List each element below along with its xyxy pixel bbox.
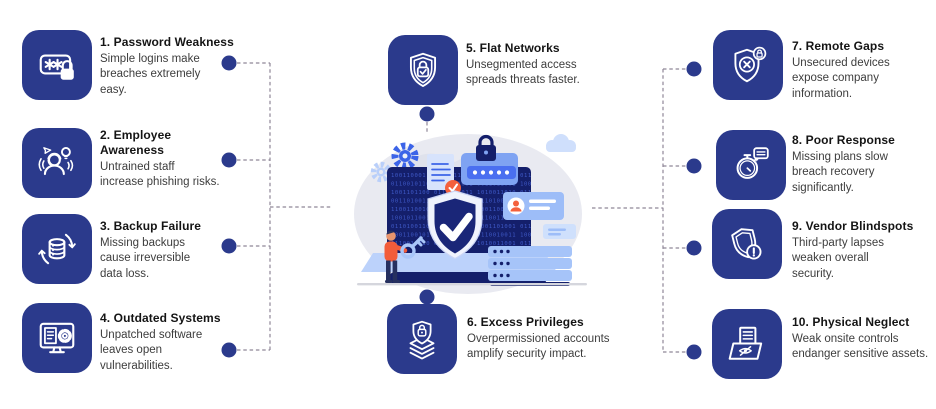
item-title: 7. Remote Gaps (792, 39, 885, 53)
item-employee-awareness: 2. Employee Awareness Untrained staff in… (100, 128, 260, 191)
tile-flat-networks (388, 35, 458, 105)
tile-remote-gaps (713, 30, 783, 100)
item-title: 8. Poor Response (792, 133, 895, 147)
tile-vendor-blindspots (712, 209, 782, 279)
security-illustration: 1001100011 0110011010 1100100110 0110 01… (354, 134, 587, 294)
backup-refresh-icon (38, 233, 76, 265)
person-with-key (384, 230, 426, 283)
item-title: 6. Excess Privileges (467, 315, 584, 329)
tile-excess-privileges (387, 304, 457, 374)
key-icon (400, 236, 426, 259)
layered-shield-lock-icon (409, 320, 435, 360)
tile-password-weakness (22, 30, 92, 100)
item-desc: Unsecured devices expose company informa… (792, 57, 890, 100)
tile-physical-neglect (712, 309, 782, 379)
item-desc: Simple logins make breaches extremely ea… (100, 53, 201, 96)
item-flat-networks: 5. Flat Networks Unsegmented access spre… (466, 41, 666, 89)
tile-outdated-systems (22, 303, 92, 373)
tile-poor-response (716, 130, 786, 200)
item-desc: Unsegmented access spreads threats faste… (466, 59, 580, 87)
folder-document-eye-icon (728, 326, 763, 360)
item-outdated-systems: 4. Outdated Systems Unpatched software l… (100, 311, 250, 374)
tile-backup-failure (22, 214, 92, 284)
note-card (543, 224, 576, 239)
svg-text:0110010110 1001101001 00110110: 0110010110 1001101001 0011011001 1001 (391, 182, 536, 188)
connector-dot (686, 240, 702, 256)
item-desc: Untrained staff increase phishing risks. (100, 161, 220, 189)
item-desc: Weak onsite controls endanger sensitive … (792, 333, 929, 361)
tile-employee-awareness (22, 128, 92, 198)
item-desc: Third-party lapses weaken overall securi… (792, 237, 885, 280)
server-stack (488, 246, 572, 286)
item-desc: Missing backups cause irreversible data … (100, 237, 191, 280)
item-password-weakness: 1. Password Weakness Simple logins make … (100, 35, 250, 98)
item-title: 1. Password Weakness (100, 35, 234, 49)
item-backup-failure: 3. Backup Failure Missing backups cause … (100, 219, 250, 282)
item-title: 3. Backup Failure (100, 219, 202, 233)
password-field (467, 166, 516, 179)
item-title: 2. Employee Awareness (100, 128, 172, 157)
item-title: 5. Flat Networks (466, 41, 560, 55)
item-desc: Missing plans slow breach recovery signi… (792, 151, 888, 194)
connector-dot (686, 61, 702, 77)
item-desc: Overpermissioned accounts amplify securi… (467, 333, 610, 361)
shield-lock-check-icon (409, 52, 437, 88)
padlock-icon (476, 134, 496, 161)
item-vendor-blindspots: 9. Vendor Blindspots Third-party lapses … (792, 219, 936, 282)
item-excess-privileges: 6. Excess Privileges Overpermissioned ac… (467, 315, 677, 363)
shield-check (427, 190, 483, 260)
item-title: 10. Physical Neglect (792, 315, 910, 329)
item-poor-response: 8. Poor Response Missing plans slow brea… (792, 133, 936, 196)
password-lock-icon (39, 54, 74, 80)
id-card (503, 192, 564, 220)
stopwatch-chat-icon (736, 147, 769, 179)
cloud-shape (546, 134, 576, 152)
item-desc: Unpatched software leaves open vulnerabi… (100, 329, 203, 372)
document-check (427, 154, 461, 196)
outdated-system-icon (39, 322, 75, 354)
item-remote-gaps: 7. Remote Gaps Unsecured devices expose … (792, 39, 936, 102)
item-title: 9. Vendor Blindspots (792, 219, 914, 233)
shield-x-lock-icon (734, 46, 767, 83)
employee-awareness-icon (38, 147, 74, 176)
connector-dot (686, 158, 702, 174)
shield-alert-icon (731, 228, 762, 260)
item-physical-neglect: 10. Physical Neglect Weak onsite control… (792, 315, 936, 363)
floor-line (357, 283, 587, 286)
connector-dot (686, 344, 702, 360)
item-title: 4. Outdated Systems (100, 311, 221, 325)
